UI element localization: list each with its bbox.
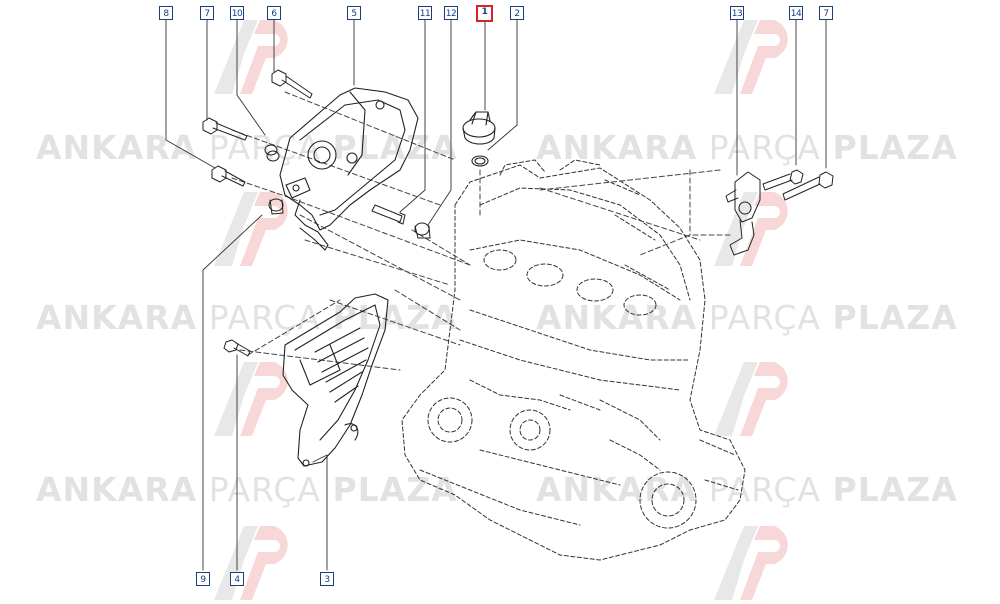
part-callout[interactable]: 7: [200, 6, 214, 20]
callout-number: 9: [200, 575, 206, 585]
part-callout-selected[interactable]: 1: [476, 5, 493, 22]
part-callout[interactable]: 9: [196, 572, 210, 586]
stud-and-spacer: [371, 204, 431, 239]
callout-number: 12: [445, 9, 457, 19]
callout-number: 8: [163, 9, 169, 19]
callout-number: 1: [481, 7, 488, 17]
callout-number: 11: [419, 9, 431, 19]
small-screw: [223, 339, 251, 357]
callout-number: 14: [790, 9, 802, 19]
part-callout[interactable]: 10: [230, 6, 244, 20]
callout-number: 5: [351, 9, 357, 19]
callout-number: 7: [823, 9, 829, 19]
part-callout[interactable]: 7: [819, 6, 833, 20]
callout-number: 7: [204, 9, 210, 19]
callout-number: 4: [234, 575, 240, 585]
upper-timing-cover: [279, 87, 419, 251]
cam-sensor-assembly: [725, 169, 834, 256]
dashed-guides: [231, 91, 731, 371]
part-callout[interactable]: 5: [347, 6, 361, 20]
oil-filler-cap: [462, 111, 496, 167]
part-callout[interactable]: 2: [510, 6, 524, 20]
part-callout[interactable]: 8: [159, 6, 173, 20]
part-callout[interactable]: 6: [267, 6, 281, 20]
lower-timing-cover: [282, 293, 389, 467]
part-callout[interactable]: 13: [730, 6, 744, 20]
part-callout[interactable]: 3: [320, 572, 334, 586]
callout-number: 10: [231, 9, 243, 19]
engine-block: [401, 159, 746, 561]
leader-lines: [165, 19, 827, 571]
part-callout[interactable]: 12: [444, 6, 458, 20]
callout-number: 6: [271, 9, 277, 19]
callout-number: 3: [324, 575, 330, 585]
part-callout[interactable]: 14: [789, 6, 803, 20]
part-callout[interactable]: 11: [418, 6, 432, 20]
callout-number: 13: [731, 9, 743, 19]
callout-number: 2: [514, 9, 520, 19]
part-callout[interactable]: 4: [230, 572, 244, 586]
bolts-left: [202, 69, 313, 215]
